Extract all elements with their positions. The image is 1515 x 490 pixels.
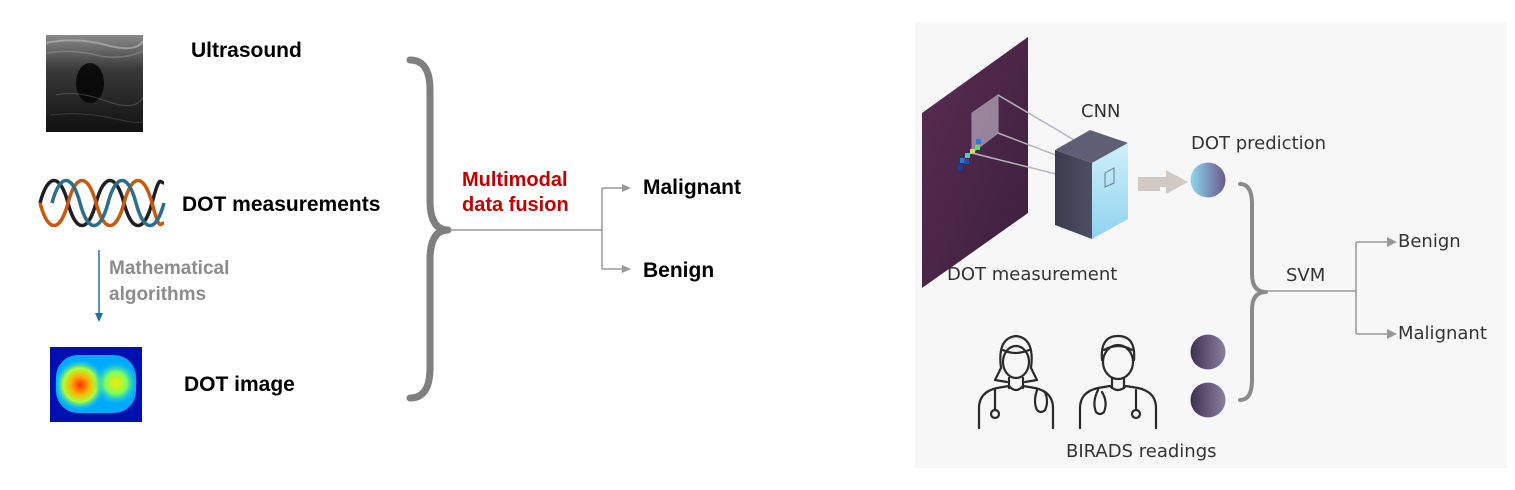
ultrasound-label: Ultrasound <box>191 39 302 62</box>
dot-measurements-label: DOT measurements <box>182 193 381 216</box>
outcome-benign-left: Benign <box>643 259 715 282</box>
female-radiologist-icon <box>975 330 1057 430</box>
cnn-output-arrow <box>1138 170 1190 194</box>
dot-measurement-plane <box>920 35 1170 290</box>
dot-image-label: DOT image <box>184 373 295 396</box>
fusion-line1: Multimodal <box>462 169 568 191</box>
birads-reader1-circle <box>1190 334 1226 370</box>
cnn-label: CNN <box>1081 101 1121 122</box>
male-radiologist-icon <box>1076 330 1160 430</box>
left-brace <box>404 54 452 404</box>
dot-prediction-circle <box>1190 162 1226 198</box>
fusion-branch-connector <box>450 180 635 280</box>
multimodal-fusion-label: Multimodal data fusion <box>462 168 569 218</box>
birads-readings-label: BIRADS readings <box>1066 441 1217 462</box>
math-line2: algorithms <box>109 284 207 305</box>
outcome-malignant-right: Malignant <box>1398 323 1487 344</box>
birads-reader2-circle <box>1190 382 1226 418</box>
svm-branch-connector <box>1266 230 1401 345</box>
dot-prediction-label: DOT prediction <box>1191 133 1327 154</box>
right-brace <box>1236 180 1272 405</box>
fusion-line2: data fusion <box>462 194 569 216</box>
math-line1: Mathematical <box>109 258 230 279</box>
dot-image-heatmap <box>50 347 142 422</box>
ultrasound-thumbnail <box>45 35 145 132</box>
dot-measurement-wave-icon <box>38 178 166 228</box>
outcome-malignant-left: Malignant <box>643 176 741 199</box>
processing-down-arrow <box>92 250 106 324</box>
mathematical-algorithms-label: Mathematical algorithms <box>109 256 229 308</box>
svm-label: SVM <box>1286 265 1326 286</box>
outcome-benign-right: Benign <box>1398 231 1461 252</box>
dot-measurement-label: DOT measurement <box>947 264 1118 285</box>
